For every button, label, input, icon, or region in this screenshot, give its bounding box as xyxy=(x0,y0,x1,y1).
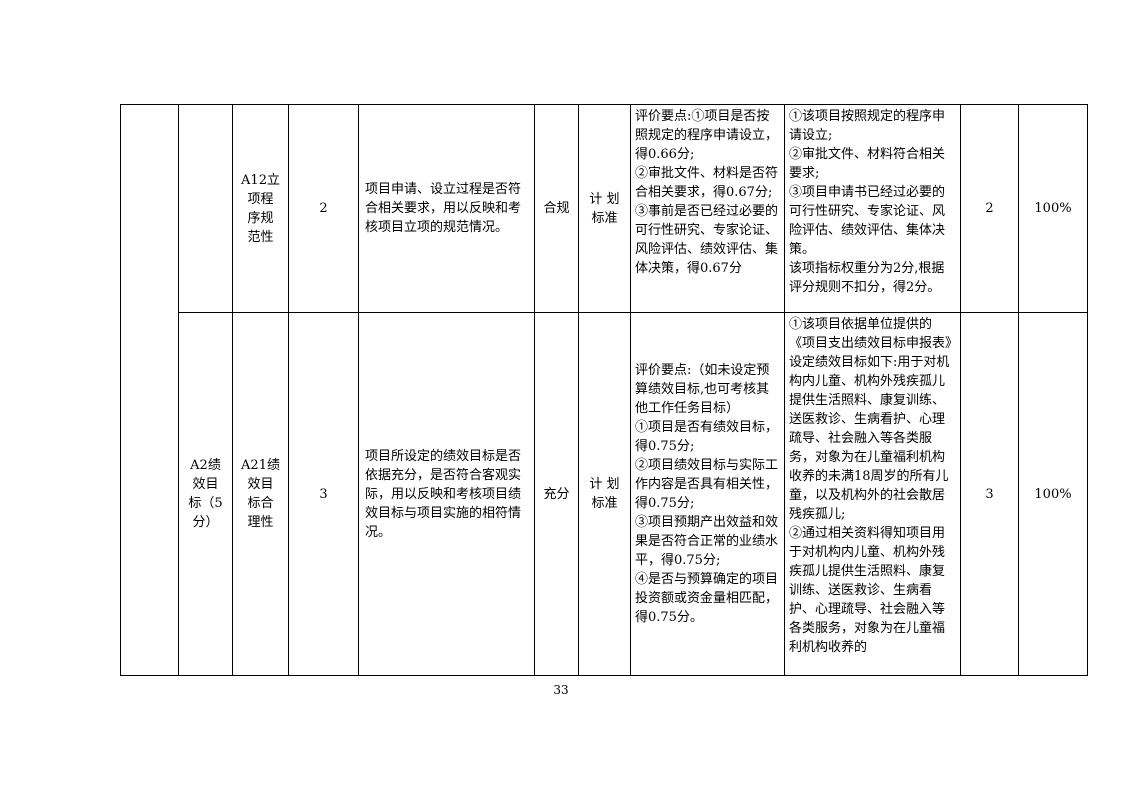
level2-cell: A2绩 效目 标（5 分） xyxy=(178,312,233,676)
findings-cell: ①该项目依据单位提供的《项目支出绩效目标申报表》设定绩效目标如下:用于对机构内儿… xyxy=(784,312,961,676)
criteria-cell: 评价要点:（如未设定预算绩效目标,也可考核其他工作任务目标） ①项目是否有绩效目… xyxy=(630,312,785,676)
table-row: A2绩 效目 标（5 分） A21绩 效目 标合 理性 3 项目所设定的绩效目标… xyxy=(121,312,1088,676)
criteria-cell: 评价要点:①项目是否按照规定的程序申请设立，得0.66分; ②审批文件、材料是否… xyxy=(630,103,785,314)
page-number: 33 xyxy=(553,683,569,697)
rate-cell: 100% xyxy=(1018,103,1088,314)
evaluation-table: A12立 项程 序规 范性 2 项目申请、设立过程是否符合相关要求，用以反映和考… xyxy=(120,103,1088,676)
level1-cell xyxy=(120,104,179,676)
basis-cell: 计 划 标准 xyxy=(578,103,631,314)
method-cell: 合规 xyxy=(534,103,579,314)
weight-cell: 2 xyxy=(288,103,359,314)
content-cell: 项目申请、设立过程是否符合相关要求，用以反映和考核项目立项的规范情况。 xyxy=(358,103,535,314)
table-row: A12立 项程 序规 范性 2 项目申请、设立过程是否符合相关要求，用以反映和考… xyxy=(120,103,1088,676)
weight-cell: 3 xyxy=(288,312,359,676)
method-cell: 充分 xyxy=(534,312,579,676)
level3-cell: A12立 项程 序规 范性 xyxy=(232,103,289,314)
rate-cell: 100% xyxy=(1018,312,1088,676)
findings-cell: ①该项目按照规定的程序申请设立; ②审批文件、材料符合相关要求; ③项目申请书已… xyxy=(784,103,961,314)
score-cell: 2 xyxy=(960,103,1019,314)
content-cell: 项目所设定的绩效目标是否依据充分，是否符合客观实际，用以反映和考核项目绩效目标与… xyxy=(358,312,535,676)
level2-cell xyxy=(178,103,233,314)
basis-cell: 计 划 标准 xyxy=(578,312,631,676)
level3-cell: A21绩 效目 标合 理性 xyxy=(232,312,289,676)
score-cell: 3 xyxy=(960,312,1019,676)
